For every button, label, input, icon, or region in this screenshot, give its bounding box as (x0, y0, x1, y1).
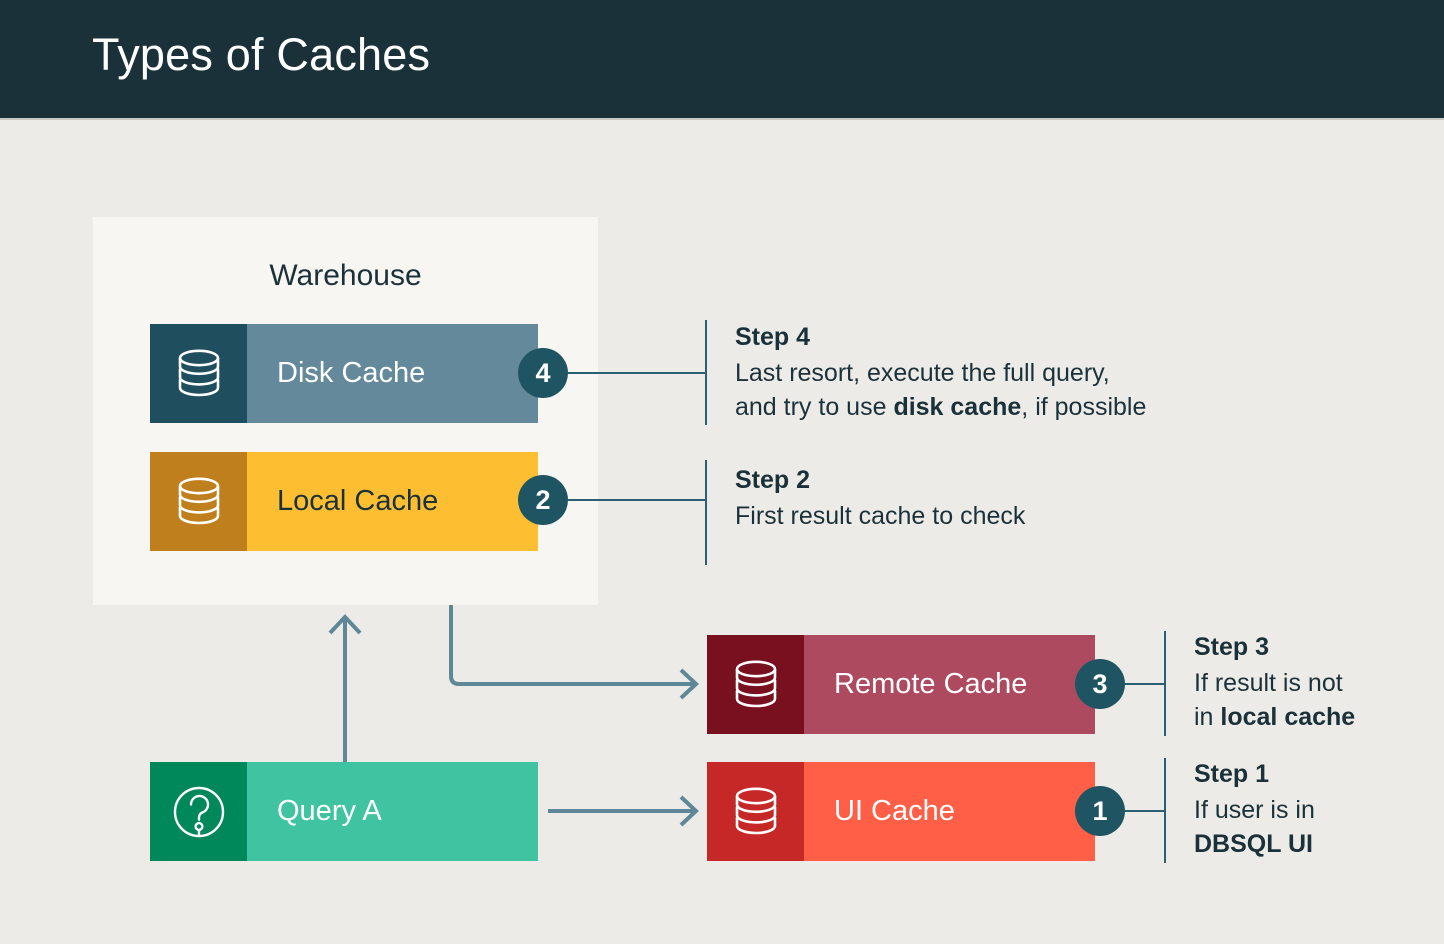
step-line-1: If result is not (1194, 669, 1343, 697)
step-text: First result cache to check (735, 499, 1255, 533)
bracket-step-4 (705, 320, 707, 425)
node-local-cache[interactable]: Local Cache (150, 452, 538, 551)
bracket-step-2 (705, 460, 707, 565)
step-text: If user is in DBSQL UI (1194, 793, 1444, 861)
step-heading: Step 2 (735, 466, 811, 494)
step-line-2-emphasis: DBSQL UI (1194, 830, 1313, 858)
step-heading: Step 3 (1194, 633, 1270, 661)
node-label: Remote Cache (834, 668, 1028, 700)
step-badge-3[interactable]: 3 (1075, 659, 1125, 709)
node-label: Local Cache (277, 485, 439, 517)
node-label: Query A (277, 795, 382, 827)
node-label: Disk Cache (277, 357, 426, 389)
database-icon (707, 635, 804, 734)
lead-line-step-4 (568, 372, 706, 374)
step-description-1: Step 1 If user is in DBSQL UI (1194, 760, 1444, 861)
step-text: Last resort, execute the full query, and… (735, 356, 1255, 424)
lead-line-step-2 (568, 499, 706, 501)
step-description-4: Step 4 Last resort, execute the full que… (735, 323, 1255, 424)
question-circle-icon (150, 762, 247, 861)
page-title: Types of Caches (92, 29, 431, 80)
node-label: UI Cache (834, 795, 955, 827)
step-line-1: If user is in (1194, 796, 1315, 824)
step-description-3: Step 3 If result is not in local cache (1194, 633, 1444, 734)
step-description-2: Step 2 First result cache to check (735, 466, 1255, 533)
step-line-2-prefix: in (1194, 703, 1221, 731)
node-remote-cache[interactable]: Remote Cache (707, 635, 1095, 734)
step-heading: Step 4 (735, 323, 811, 351)
database-icon (150, 324, 247, 423)
warehouse-label: Warehouse (269, 259, 422, 292)
step-badge-1[interactable]: 1 (1075, 786, 1125, 836)
database-icon (707, 762, 804, 861)
step-text: If result is not in local cache (1194, 666, 1444, 734)
lead-line-step-3 (1125, 683, 1166, 685)
page-header: Types of Caches (0, 0, 1444, 120)
step-badge-4[interactable]: 4 (518, 348, 568, 398)
step-line-2-prefix: and try to use (735, 393, 894, 421)
lead-line-step-1 (1125, 810, 1166, 812)
step-line-2-suffix: , if possible (1021, 393, 1147, 421)
step-line-2-emphasis: disk cache (893, 393, 1022, 421)
database-icon (150, 452, 247, 551)
step-badge-2[interactable]: 2 (518, 475, 568, 525)
connector-local-to-remote-cache (449, 553, 699, 700)
node-ui-cache[interactable]: UI Cache (707, 762, 1095, 861)
connector-query-to-warehouse (328, 614, 362, 762)
step-line-2-emphasis: local cache (1220, 703, 1356, 731)
step-line-1: First result cache to check (735, 502, 1026, 530)
node-query-a[interactable]: Query A (150, 762, 538, 861)
step-line-1: Last resort, execute the full query, (735, 359, 1110, 387)
connector-query-to-ui-cache (548, 795, 699, 827)
step-heading: Step 1 (1194, 760, 1270, 788)
node-disk-cache[interactable]: Disk Cache (150, 324, 538, 423)
